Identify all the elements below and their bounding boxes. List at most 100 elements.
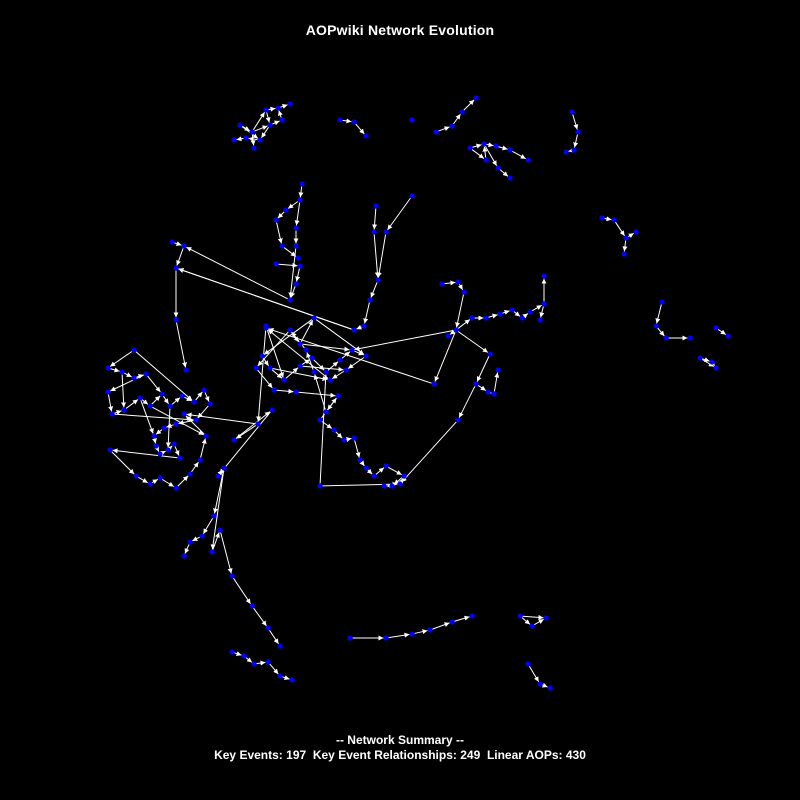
relationship-edge	[154, 446, 160, 452]
relationship-edge	[434, 332, 456, 382]
key-event-node	[687, 335, 693, 341]
relationship-edge	[282, 675, 290, 680]
relationship-edge	[265, 112, 271, 123]
key-event-node	[493, 143, 499, 149]
key-event-node	[209, 549, 215, 555]
key-event-node	[381, 483, 387, 489]
relationships-label: Key Event Relationships:	[312, 748, 457, 762]
key-event-node	[199, 533, 205, 539]
key-event-node	[529, 623, 535, 629]
relationship-edge	[176, 248, 184, 266]
key-event-node	[277, 643, 283, 649]
relationship-edge	[135, 351, 193, 401]
relationship-edge	[213, 470, 224, 514]
node-layer	[105, 95, 731, 691]
relationship-edge	[432, 622, 450, 630]
key-event-node	[383, 463, 389, 469]
key-event-node	[389, 483, 395, 489]
key-event-node	[473, 95, 479, 101]
relationship-edge	[276, 222, 283, 244]
key-event-node	[191, 399, 197, 405]
key-event-node	[267, 122, 273, 128]
key-event-node	[161, 425, 167, 431]
key-event-node	[409, 193, 415, 199]
key-event-node	[131, 375, 137, 381]
key-event-node	[367, 297, 373, 303]
key-event-node	[697, 355, 703, 361]
relationship-edge	[178, 268, 352, 330]
relationship-edge	[355, 123, 365, 135]
relationship-edge	[387, 197, 411, 231]
relationship-edge	[615, 221, 625, 237]
key-event-node	[207, 401, 213, 407]
relationship-edge	[372, 208, 378, 230]
key-event-node	[469, 613, 475, 619]
key-event-node	[249, 603, 255, 609]
relationship-edge	[125, 399, 139, 409]
relationship-edge	[401, 421, 457, 483]
key-event-node	[575, 129, 581, 135]
key-event-node	[323, 369, 329, 375]
relationship-edge	[356, 324, 362, 330]
key-event-node	[569, 109, 575, 115]
key-event-node	[203, 433, 209, 439]
relationship-edge	[655, 304, 662, 324]
relationship-edge	[522, 614, 544, 620]
key-event-node	[455, 279, 461, 285]
chart-title: AOPwiki Network Evolution	[305, 22, 495, 38]
relationship-edge	[449, 329, 456, 335]
relationship-edge	[373, 234, 380, 278]
relationship-edge	[453, 113, 461, 125]
relationship-edge	[200, 438, 207, 458]
key-event-node	[547, 685, 553, 691]
linear-aops-count: 430	[565, 748, 586, 762]
relationship-edge	[375, 467, 385, 475]
key-event-node	[249, 129, 255, 135]
relationship-edge	[186, 246, 288, 300]
relationship-edge	[342, 118, 352, 124]
key-event-node	[131, 347, 137, 353]
relationship-edge	[502, 310, 510, 315]
key-event-node	[317, 417, 323, 423]
key-event-node	[279, 117, 285, 123]
key-event-node	[265, 659, 271, 665]
relationship-edge	[476, 356, 490, 382]
key-event-node	[469, 315, 475, 321]
key-events-label: Key Events:	[214, 748, 283, 762]
key-event-node	[287, 297, 293, 303]
relationship-edge	[278, 262, 298, 268]
key-event-node	[541, 301, 547, 307]
key-event-node	[455, 417, 461, 423]
network-summary: -- Network Summary -- Key Events: 197 Ke…	[0, 733, 800, 763]
key-event-node	[713, 325, 719, 331]
key-event-node	[269, 407, 275, 413]
relationship-edge	[110, 374, 144, 392]
key-event-node	[263, 107, 269, 113]
relationship-edge	[110, 367, 120, 373]
relationship-edge	[295, 268, 301, 282]
key-event-node	[481, 141, 487, 147]
key-event-node	[323, 409, 329, 415]
relationship-edge	[165, 408, 171, 448]
key-event-node	[109, 411, 115, 417]
key-event-node	[147, 481, 153, 487]
key-event-node	[527, 309, 533, 315]
key-event-node	[265, 625, 271, 631]
relationship-edge	[114, 410, 122, 415]
key-event-node	[537, 681, 543, 687]
key-event-node	[341, 437, 347, 443]
relationship-edge	[151, 395, 161, 405]
relationship-edge	[414, 629, 428, 635]
key-event-node	[173, 421, 179, 427]
key-event-node	[713, 365, 719, 371]
relationship-edge	[484, 145, 498, 167]
key-event-node	[263, 323, 269, 329]
relationship-edge	[277, 211, 285, 219]
key-event-node	[621, 251, 627, 257]
relationship-edge	[256, 660, 266, 666]
relationship-edge	[287, 201, 299, 209]
key-event-node	[517, 613, 523, 619]
key-event-node	[507, 147, 513, 153]
key-event-node	[459, 109, 465, 115]
